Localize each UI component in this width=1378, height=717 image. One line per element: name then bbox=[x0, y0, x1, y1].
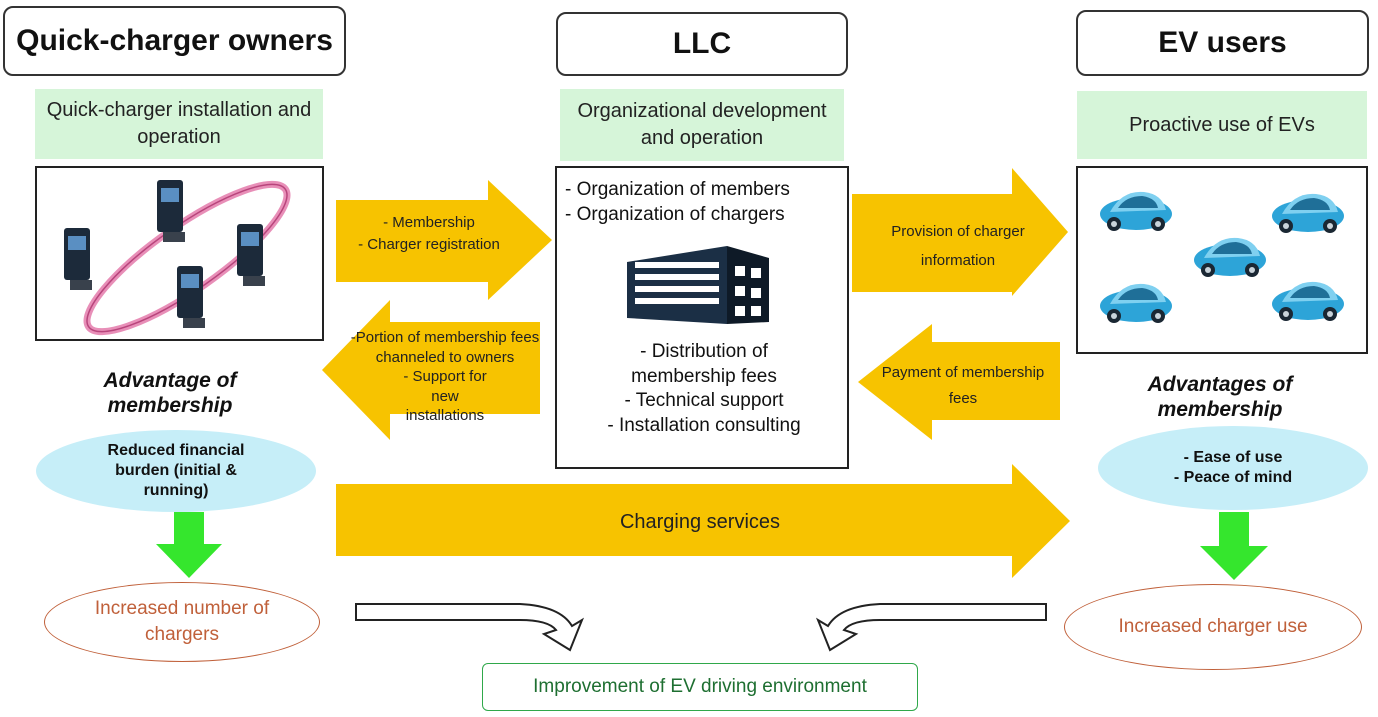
flow-line: - Charger registration bbox=[358, 235, 500, 253]
flow-owners-to-llc-text: - Membership - Charger registration bbox=[336, 212, 522, 256]
owners-role-box: Quick-charger installation and operation bbox=[35, 89, 323, 159]
ev-cars-icon bbox=[1076, 166, 1368, 354]
arrow-llc-to-owners bbox=[322, 300, 540, 440]
llc-items-top: - Organization of members - Organization… bbox=[565, 178, 845, 227]
owners-advantage-text: Reduced financial burden (initial & runn… bbox=[107, 442, 245, 499]
curved-arrow-right bbox=[815, 603, 1047, 652]
owners-role-text: Quick-charger installation and operation bbox=[46, 99, 312, 148]
arrow-users-to-llc bbox=[858, 324, 1060, 440]
flow-line: - Support for new installations bbox=[403, 368, 487, 424]
charger-network-icon bbox=[35, 166, 324, 341]
llc-items-bottom: - Distribution of membership fees - Tech… bbox=[561, 340, 847, 439]
arrow-owners-to-llc bbox=[336, 180, 552, 300]
llc-header: LLC bbox=[556, 12, 848, 76]
arrow-charging-services bbox=[336, 464, 1070, 578]
owners-advantage-ellipse: Reduced financial burden (initial & runn… bbox=[36, 430, 316, 512]
green-down-arrow-users bbox=[1200, 512, 1268, 580]
charger-unit bbox=[237, 224, 265, 286]
charger-network-illustration bbox=[64, 180, 291, 336]
owners-outcome-ellipse: Increased number of chargers bbox=[44, 582, 320, 662]
users-advantage-item: - Peace of mind bbox=[1173, 469, 1293, 486]
flow-line: -Portion of membership fees channeled to… bbox=[350, 329, 540, 366]
users-outcome-text: Increased charger use bbox=[1118, 616, 1308, 638]
llc-role-box: Organizational development and operation bbox=[560, 89, 844, 161]
owners-advantage-title: Advantage of membership bbox=[103, 369, 237, 418]
flow-llc-to-owners-text: -Portion of membership fees channeled to… bbox=[342, 328, 548, 426]
llc-item: - Distribution of membership fees bbox=[631, 341, 777, 387]
users-header: EV users bbox=[1076, 10, 1369, 76]
owners-header: Quick-charger owners bbox=[3, 6, 346, 76]
users-advantage-item: - Ease of use bbox=[1183, 449, 1283, 466]
users-advantage-ellipse: - Ease of use - Peace of mind bbox=[1098, 426, 1368, 510]
charger-unit bbox=[64, 228, 92, 290]
office-building-icon bbox=[627, 246, 769, 324]
llc-item: - Installation consulting bbox=[607, 415, 801, 437]
llc-item: - Organization of members bbox=[565, 179, 790, 200]
users-role-box: Proactive use of EVs bbox=[1077, 91, 1367, 159]
arrow-llc-to-users bbox=[852, 168, 1068, 296]
charger-unit bbox=[157, 180, 185, 242]
curved-arrow-left bbox=[355, 603, 585, 652]
owners-outcome-text: Increased number of chargers bbox=[94, 598, 270, 645]
llc-item: - Technical support bbox=[624, 390, 784, 412]
charger-unit bbox=[177, 266, 205, 328]
flow-llc-to-users-text: Provision of charger information bbox=[891, 223, 1025, 269]
flow-charging-text: Charging services bbox=[619, 511, 781, 533]
green-down-arrow-owners bbox=[156, 512, 222, 578]
flow-line: - Membership bbox=[383, 214, 475, 231]
llc-role-text: Organizational development and operation bbox=[577, 100, 827, 149]
users-role-text: Proactive use of EVs bbox=[1129, 113, 1315, 136]
flow-users-to-llc-text: Payment of membership fees bbox=[881, 364, 1045, 408]
llc-item: - Organization of chargers bbox=[565, 203, 785, 225]
users-outcome-ellipse: Increased charger use bbox=[1064, 584, 1362, 670]
llc-panel: - Organization of members - Organization… bbox=[555, 166, 849, 469]
users-advantage-title: Advantages of membership bbox=[1147, 373, 1293, 422]
result-text: Improvement of EV driving environment bbox=[533, 676, 867, 697]
result-box: Improvement of EV driving environment bbox=[482, 663, 918, 711]
